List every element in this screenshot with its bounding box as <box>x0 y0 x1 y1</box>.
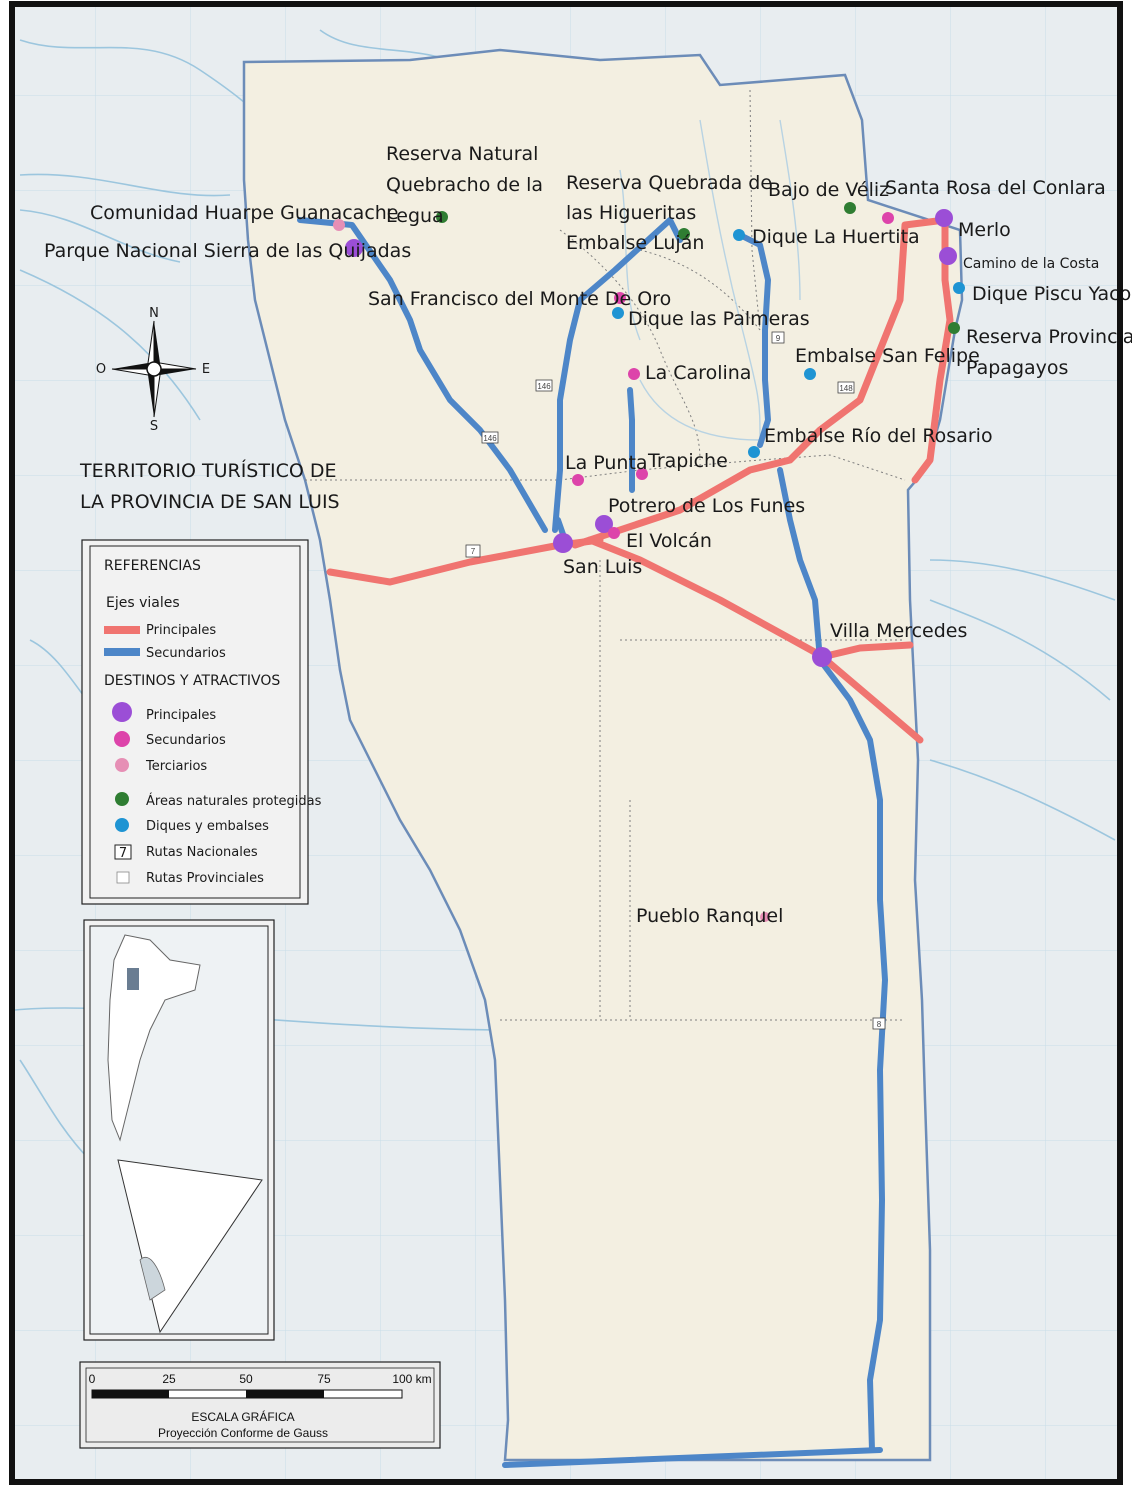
svg-text:Principales: Principales <box>146 708 216 723</box>
principal-routes <box>326 216 954 744</box>
legend-title: REFERENCIAS <box>104 558 201 574</box>
label-potrero: Potrero de Los Funes <box>608 495 805 517</box>
dam-las-palmeras[interactable] <box>612 307 624 319</box>
svg-text:LA PROVINCIA DE SAN LUIS: LA PROVINCIA DE SAN LUIS <box>80 491 340 513</box>
protected-papagayos[interactable] <box>948 322 960 334</box>
scale-bar: 0 25 50 75 100 km ESCALA GRÁFICA Proyecc… <box>79 1361 441 1449</box>
dest-la-punta[interactable] <box>572 474 584 486</box>
label-papagayos-1: Reserva Provincial <box>966 326 1132 348</box>
destinations <box>333 202 965 922</box>
label-piscu-yaco: Dique Piscu Yaco <box>972 283 1131 305</box>
dam-piscu-yaco[interactable] <box>953 282 965 294</box>
dest-san-luis[interactable] <box>553 533 573 553</box>
svg-text:0: 0 <box>89 1372 96 1386</box>
place-labels: Comunidad Huarpe Guanacache Parque Nacio… <box>44 143 1132 927</box>
label-quebracho-3: Legua <box>386 205 444 227</box>
route-markers: 7 146 146 148 9 8 <box>465 331 886 1030</box>
svg-text:148: 148 <box>839 384 853 393</box>
label-san-luis: San Luis <box>563 556 642 578</box>
label-embalse-lujan: Embalse Luján <box>566 232 704 254</box>
svg-text:146: 146 <box>483 434 497 443</box>
legend-roads-title: Ejes viales <box>106 595 180 611</box>
label-la-huertita: Dique La Huertita <box>752 226 920 248</box>
label-san-francisco: San Francisco del Monte De Oro <box>368 288 671 310</box>
svg-text:Áreas naturales protegidas: Áreas naturales protegidas <box>146 793 322 809</box>
label-las-palmeras: Dique las Palmeras <box>628 308 810 330</box>
department-boundaries <box>305 89 906 1021</box>
dest-camino-costa[interactable] <box>939 247 957 265</box>
svg-text:Terciarios: Terciarios <box>145 759 207 774</box>
dest-pueblo-ranquel[interactable] <box>760 912 770 922</box>
dam-san-felipe[interactable] <box>804 368 816 380</box>
dest-trapiche[interactable] <box>636 468 648 480</box>
label-santa-rosa: Santa Rosa del Conlara <box>885 177 1106 199</box>
dest-villa-mercedes[interactable] <box>812 647 832 667</box>
svg-text:Principales: Principales <box>146 623 216 638</box>
svg-text:TERRITORIO TURÍSTICO DE: TERRITORIO TURÍSTICO DE <box>79 459 336 482</box>
svg-text:75: 75 <box>317 1372 331 1386</box>
svg-text:Secundarios: Secundarios <box>146 646 226 661</box>
label-quebracho-1: Reserva Natural <box>386 143 538 165</box>
dam-rio-rosario[interactable] <box>748 446 760 458</box>
svg-text:25: 25 <box>162 1372 176 1386</box>
svg-text:Rutas Nacionales: Rutas Nacionales <box>146 845 258 860</box>
scale-projection: Proyección Conforme de Gauss <box>158 1426 328 1440</box>
label-trapiche: Trapiche <box>647 450 728 472</box>
dest-san-francisco[interactable] <box>614 292 626 304</box>
label-papagayos-2: Papagayos <box>966 357 1068 379</box>
label-higueritas-2: las Higueritas <box>566 202 696 224</box>
compass-n: N <box>149 306 159 321</box>
compass-e: E <box>202 362 210 377</box>
label-la-punta: La Punta <box>565 452 648 474</box>
dest-merlo[interactable] <box>935 209 953 227</box>
label-villa-mercedes: Villa Mercedes <box>830 620 967 642</box>
dest-potrero[interactable] <box>595 515 613 533</box>
dest-comunidad-huarpe[interactable] <box>333 219 345 231</box>
dest-la-carolina[interactable] <box>628 368 640 380</box>
dest-santa-rosa[interactable] <box>882 212 894 224</box>
label-rio-rosario: Embalse Río del Rosario <box>764 425 993 447</box>
dest-el-volcan[interactable] <box>608 527 620 539</box>
label-el-volcan: El Volcán <box>626 530 712 552</box>
label-pueblo-ranquel: Pueblo Ranquel <box>636 905 783 927</box>
inset-locator-map <box>83 919 275 1341</box>
protected-bajo-veliz[interactable] <box>844 202 856 214</box>
label-sierra-quijadas: Parque Nacional Sierra de las Quijadas <box>44 240 411 262</box>
label-camino-costa: Camino de la Costa <box>963 256 1099 272</box>
protected-higueritas[interactable] <box>678 228 690 240</box>
svg-text:9: 9 <box>776 334 781 343</box>
map-title: TERRITORIO TURÍSTICO DE LA PROVINCIA DE … <box>79 459 340 513</box>
legend-dest-title: DESTINOS Y ATRACTIVOS <box>104 673 280 689</box>
svg-text:Diques y embalses: Diques y embalses <box>146 819 269 834</box>
compass-s: S <box>150 419 158 434</box>
svg-text:146: 146 <box>537 382 551 391</box>
svg-text:7: 7 <box>471 547 476 556</box>
protected-quebracho[interactable] <box>436 211 448 223</box>
label-la-carolina: La Carolina <box>645 362 751 384</box>
scale-title: ESCALA GRÁFICA <box>191 1409 294 1424</box>
compass-rose: N S E O <box>96 306 210 434</box>
dam-la-huertita[interactable] <box>733 229 745 241</box>
svg-text:Secundarios: Secundarios <box>146 733 226 748</box>
label-bajo-veliz: Bajo de Véliz <box>768 179 889 201</box>
svg-text:Rutas Provinciales: Rutas Provinciales <box>146 871 264 886</box>
label-comunidad-huarpe: Comunidad Huarpe Guanacache <box>90 202 399 224</box>
svg-text:50: 50 <box>239 1372 253 1386</box>
svg-text:100 km: 100 km <box>392 1372 431 1386</box>
dest-sierra-quijadas[interactable] <box>345 239 363 257</box>
province-outline <box>242 48 964 1462</box>
secondary-routes <box>297 217 888 1468</box>
legend: REFERENCIAS Ejes viales Principales Secu… <box>81 539 322 905</box>
label-quebracho-2: Quebracho de la <box>386 174 543 196</box>
label-san-felipe: Embalse San Felipe <box>795 345 980 367</box>
svg-text:7: 7 <box>119 846 127 861</box>
label-higueritas-1: Reserva Quebrada de <box>566 172 772 194</box>
svg-text:8: 8 <box>877 1020 882 1029</box>
compass-o: O <box>96 362 106 377</box>
label-merlo: Merlo <box>958 219 1011 241</box>
